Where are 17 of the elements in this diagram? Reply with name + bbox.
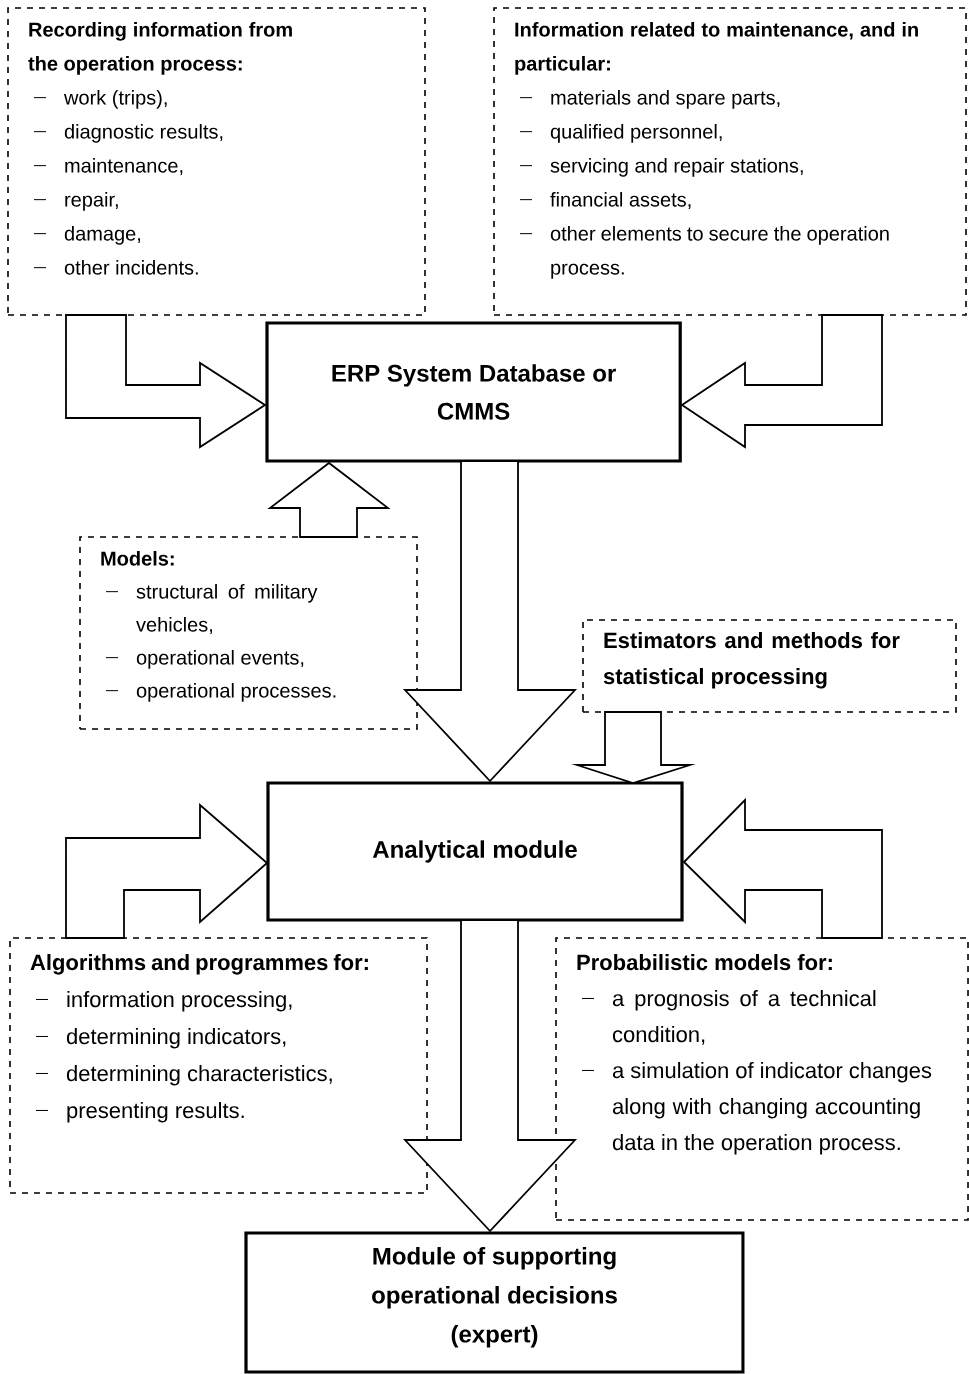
block-arrow <box>680 314 883 449</box>
block-arrow <box>267 461 391 538</box>
info-box: Models: structural of military vehicles, operational events, operational processes. <box>79 536 418 730</box>
process-box: Module of supporting operational decisions (expert) <box>244 1231 745 1374</box>
info-box: Estimators and methods for statistical processing <box>582 619 957 713</box>
info-box: Algorithms and programmes for: information processing, determining indicators, determining characteristics, presenting results. <box>9 937 428 1194</box>
block-arrow <box>65 803 269 939</box>
info-box: Probabilistic models for: a prognosis of a technical condition, a simulation of indicator changes along with changing accounting data in the operation process. <box>555 937 969 1221</box>
block-arrow <box>402 460 578 783</box>
block-arrow <box>65 314 267 449</box>
block-arrow <box>682 797 883 939</box>
info-box: Recording information from the operation process: work (trips), diagnostic results, maintenance, repair, damage, other incidents. <box>7 7 426 316</box>
block-arrow <box>571 711 696 784</box>
block-arrow <box>402 919 578 1233</box>
process-box: ERP System Database or CMMS <box>265 321 682 463</box>
info-box: Information related to maintenance, and in particular: materials and spare parts, qualified personnel, servicing and repair stations, financial assets, other elements to secure the operation process. <box>493 7 967 316</box>
process-box: Analytical module <box>266 781 684 922</box>
